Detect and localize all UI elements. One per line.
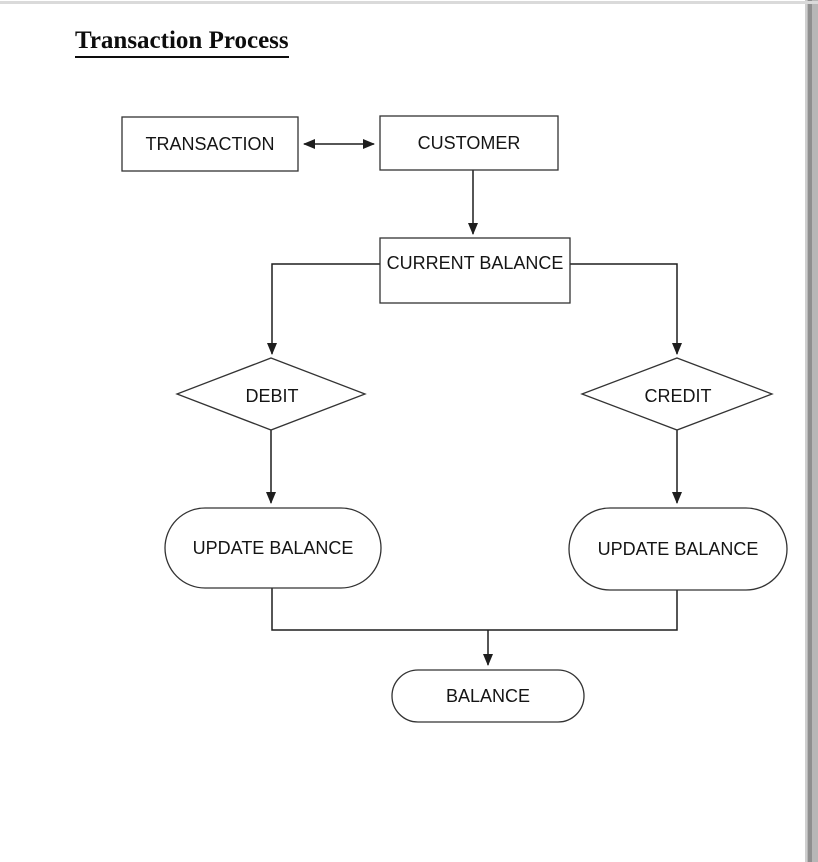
edge-current-balance-debit [267, 263, 380, 355]
page-top-rule [0, 1, 818, 4]
balance-shape [391, 669, 585, 723]
transaction-label: TRANSACTION [145, 134, 274, 154]
transaction-shape [121, 116, 299, 172]
customer-shape [379, 115, 559, 171]
node-update-balance-left: UPDATE BALANCE [164, 507, 382, 589]
update-balance-left-label: UPDATE BALANCE [193, 538, 354, 558]
credit-shape [580, 357, 774, 431]
node-customer: CUSTOMER [379, 115, 559, 171]
edge-current-balance-credit [570, 263, 682, 355]
node-transaction: TRANSACTION [121, 116, 299, 172]
page-right-edge [808, 0, 812, 862]
node-credit: CREDIT [580, 357, 774, 431]
node-balance: BALANCE [391, 669, 585, 723]
update-balance-right-shape [568, 507, 788, 591]
debit-shape [175, 357, 367, 431]
update-balance-right-label: UPDATE BALANCE [598, 539, 759, 559]
customer-label: CUSTOMER [418, 133, 521, 153]
credit-label: CREDIT [645, 386, 712, 406]
node-update-balance-right: UPDATE BALANCE [568, 507, 788, 591]
page-title: Transaction Process [75, 27, 289, 58]
debit-label: DEBIT [245, 386, 298, 406]
current-balance-label: CURRENT BALANCE [387, 253, 564, 273]
balance-label: BALANCE [446, 686, 530, 706]
edge-merge-line [271, 588, 678, 631]
update-balance-left-shape [164, 507, 382, 589]
node-debit: DEBIT [175, 357, 367, 431]
node-current-balance: CURRENT BALANCE [379, 237, 571, 304]
current-balance-shape [379, 237, 571, 304]
